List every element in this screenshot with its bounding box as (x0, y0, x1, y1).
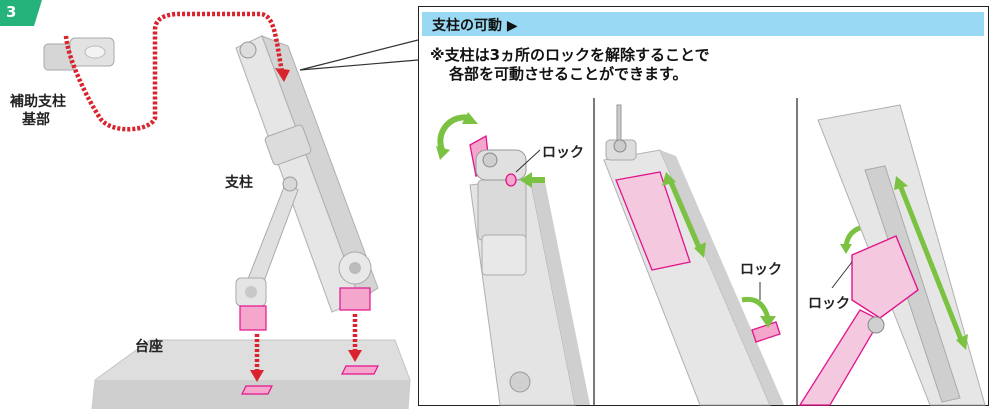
rotate-arrow-1 (437, 114, 471, 152)
label-shichu: 支柱 (225, 175, 253, 191)
push-arrow-1 (520, 172, 532, 188)
slide-arrow-up (662, 172, 676, 186)
detail-3-illustration (798, 104, 986, 406)
panel-header (422, 12, 984, 36)
guide-line-support (63, 11, 285, 132)
callout-line-bottom (299, 59, 419, 71)
support-base-part (43, 37, 115, 71)
label-hojo-line1: 補助支柱 (10, 94, 66, 110)
base-slot-left (241, 385, 273, 395)
slide-arrow-down (694, 242, 706, 258)
label-daiza: 台座 (135, 339, 163, 355)
lock-label-3: ロック (808, 296, 850, 312)
peg-right (339, 287, 371, 311)
step-number: 3 (6, 3, 17, 21)
note-line-2: 各部を可動させることができます。 (449, 65, 688, 83)
detail-1-illustration (436, 112, 590, 406)
callout-line-top (299, 39, 419, 71)
detail-2-illustration (603, 104, 784, 406)
lock-label-2: ロック (740, 262, 782, 278)
base-slot-right (341, 365, 379, 375)
side-leg (235, 176, 299, 307)
push-arrow-2 (760, 316, 776, 328)
rail-arrow-up (894, 176, 908, 190)
push-arrow-3 (840, 244, 852, 254)
lock-button-1 (505, 173, 517, 187)
panel-title: 支柱の可動 ▶ (432, 18, 518, 34)
slide-part-2 (615, 171, 691, 271)
label-hojo-line2: 基部 (22, 112, 50, 128)
rail-arrow-down (956, 334, 968, 350)
lock-block-3 (851, 235, 919, 319)
note-line-1: ※支柱は3ヵ所のロックを解除することで (430, 46, 710, 64)
lock-label-1: ロック (542, 145, 584, 161)
peg-left (239, 305, 267, 331)
